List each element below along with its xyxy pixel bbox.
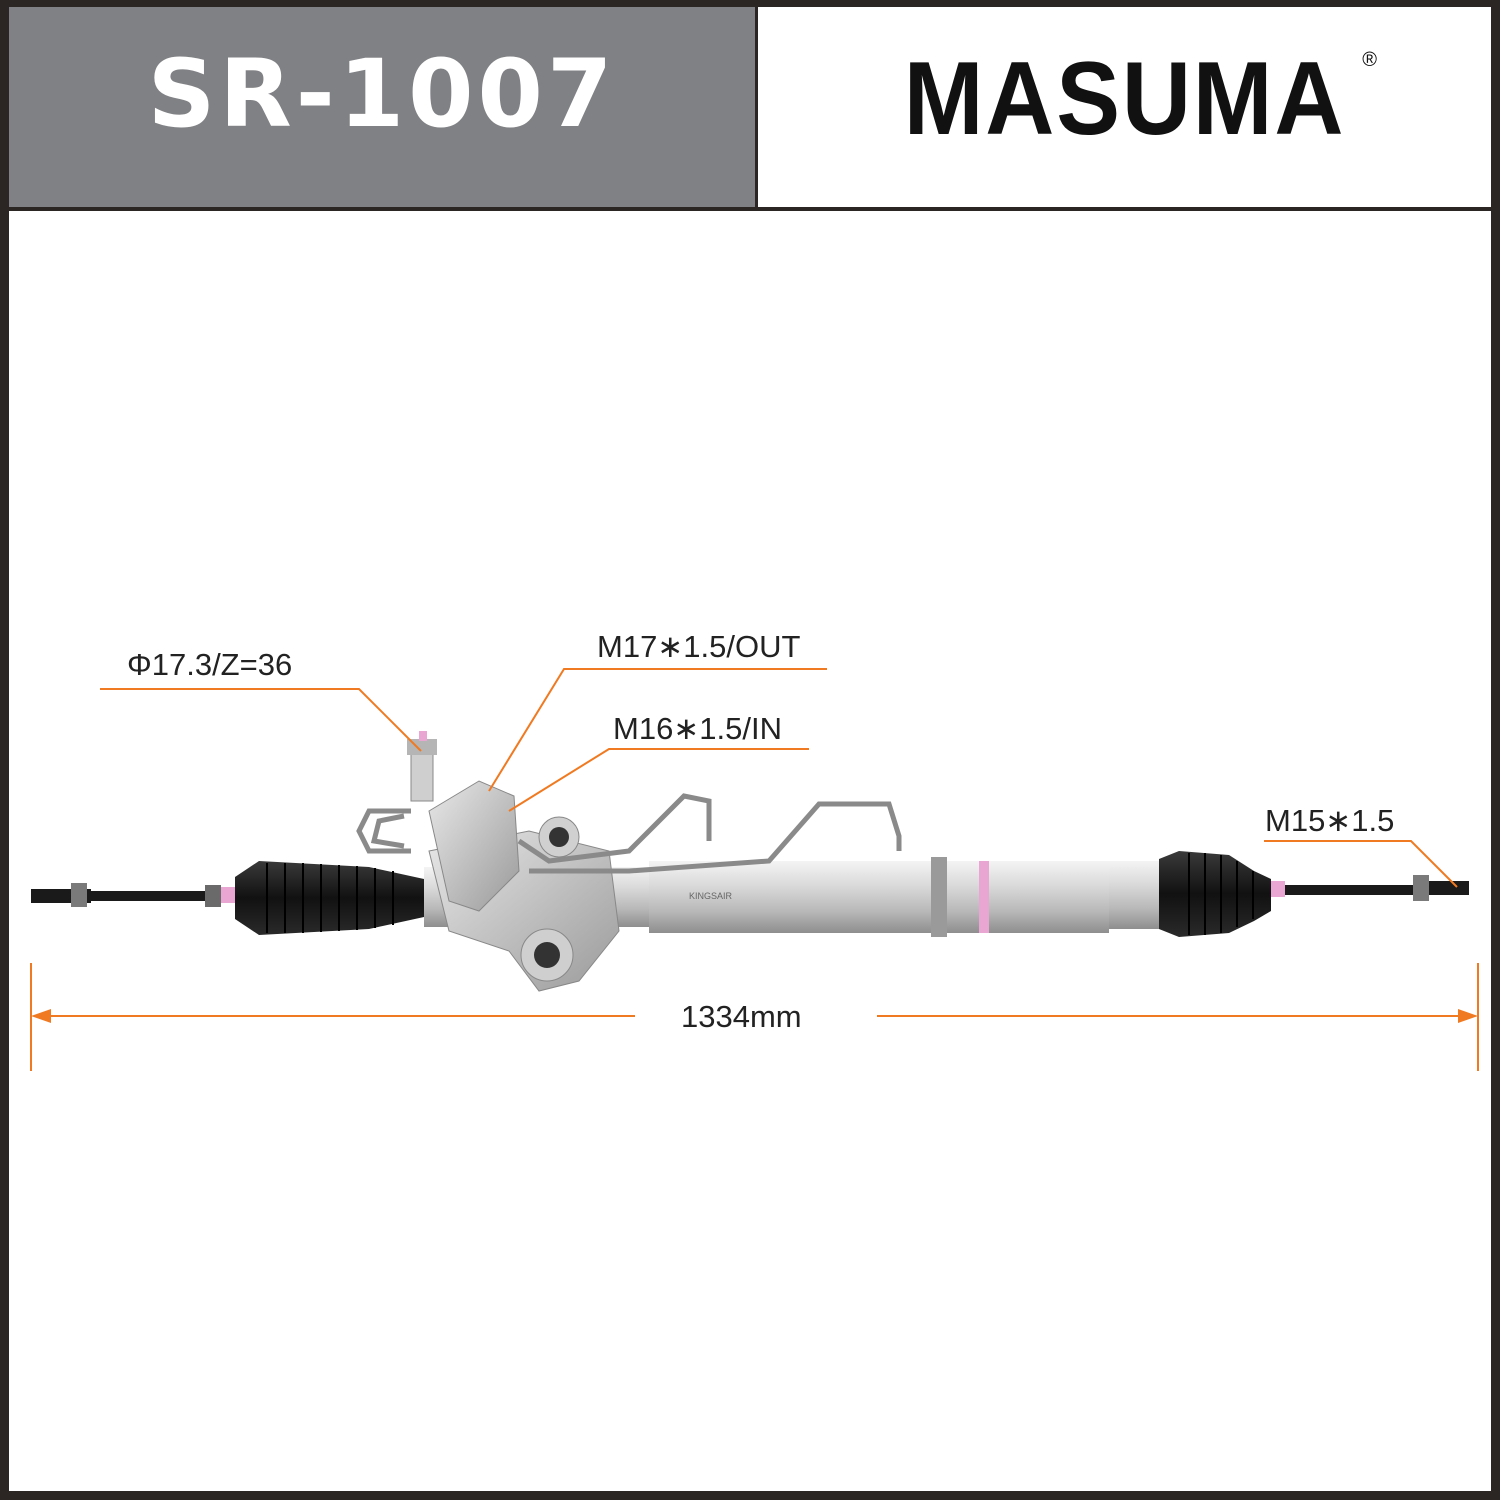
svg-text:KINGSAIR: KINGSAIR xyxy=(689,891,733,901)
hydraulic-lines xyxy=(356,793,902,874)
brand-panel: MASUMA ® xyxy=(758,7,1491,207)
annotation-leaders xyxy=(100,668,1458,888)
part-number-panel: SR-1007 xyxy=(9,7,755,207)
brand-logo: MASUMA xyxy=(903,41,1346,157)
tie-rod-thread-label: M15∗1.5 xyxy=(1265,803,1395,838)
left-tie-rod xyxy=(31,883,235,907)
out-port-spec-label: M17∗1.5/OUT xyxy=(597,629,801,664)
in-port-spec-label: M16∗1.5/IN xyxy=(613,711,782,746)
registered-mark: ® xyxy=(1362,49,1377,71)
part-number: SR-1007 xyxy=(147,40,617,149)
steering-rack-drawing: KINGSAIR xyxy=(30,668,1479,1071)
overall-length-label: 1334mm xyxy=(681,999,802,1034)
left-arrow-icon xyxy=(31,1009,51,1023)
product-area: KINGSAIR xyxy=(9,211,1491,1491)
valve-housing xyxy=(407,731,620,992)
right-arrow-icon xyxy=(1458,1009,1478,1023)
length-dimension xyxy=(30,963,1479,1071)
left-bellows-boot xyxy=(235,861,424,935)
pinion-spec-label: Φ17.3/Z=36 xyxy=(127,647,293,682)
right-bellows-boot xyxy=(1159,851,1271,937)
right-tie-rod xyxy=(1271,875,1469,901)
